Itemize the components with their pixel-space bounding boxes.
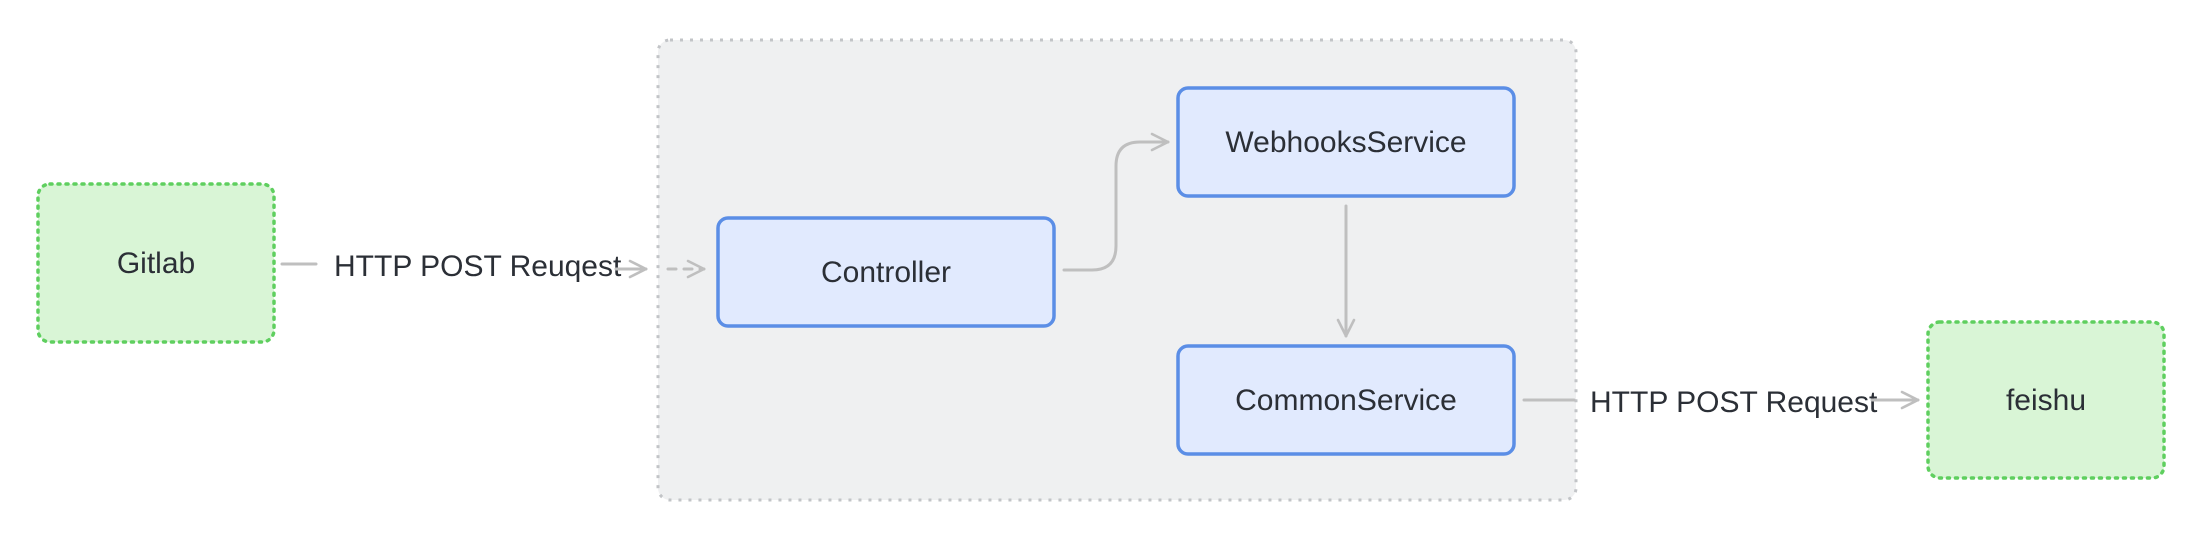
- edge-common-to-feishu: HTTP POST Request: [1522, 386, 1920, 419]
- gitlab-label: Gitlab: [117, 247, 195, 280]
- common-service-box: [1176, 344, 1516, 456]
- edge-label-common-to-feishu: HTTP POST Request: [1590, 386, 1878, 419]
- edge-gitlab-to-controller: HTTP POST Reuqest: [280, 250, 706, 283]
- gitlab-box: [36, 182, 276, 344]
- webhooks-service-node[interactable]: WebhooksService: [1176, 86, 1516, 198]
- feishu-node[interactable]: feishu: [1926, 320, 2166, 480]
- feishu-label: feishu: [2006, 384, 2086, 417]
- edge-label-gitlab-to-controller: HTTP POST Reuqest: [334, 250, 622, 283]
- controller-box: [716, 216, 1056, 328]
- common-service-node[interactable]: CommonService: [1176, 344, 1516, 456]
- connector-controller-to-webhooks: [1062, 132, 1170, 272]
- controller-label: Controller: [821, 256, 951, 289]
- common-service-label: CommonService: [1235, 384, 1457, 417]
- webhooks-service-label: WebhooksService: [1225, 126, 1466, 159]
- controller-node[interactable]: Controller: [716, 216, 1056, 328]
- gitlab-node[interactable]: Gitlab: [36, 182, 276, 344]
- webhooks-service-box: [1176, 86, 1516, 198]
- feishu-box: [1926, 320, 2166, 480]
